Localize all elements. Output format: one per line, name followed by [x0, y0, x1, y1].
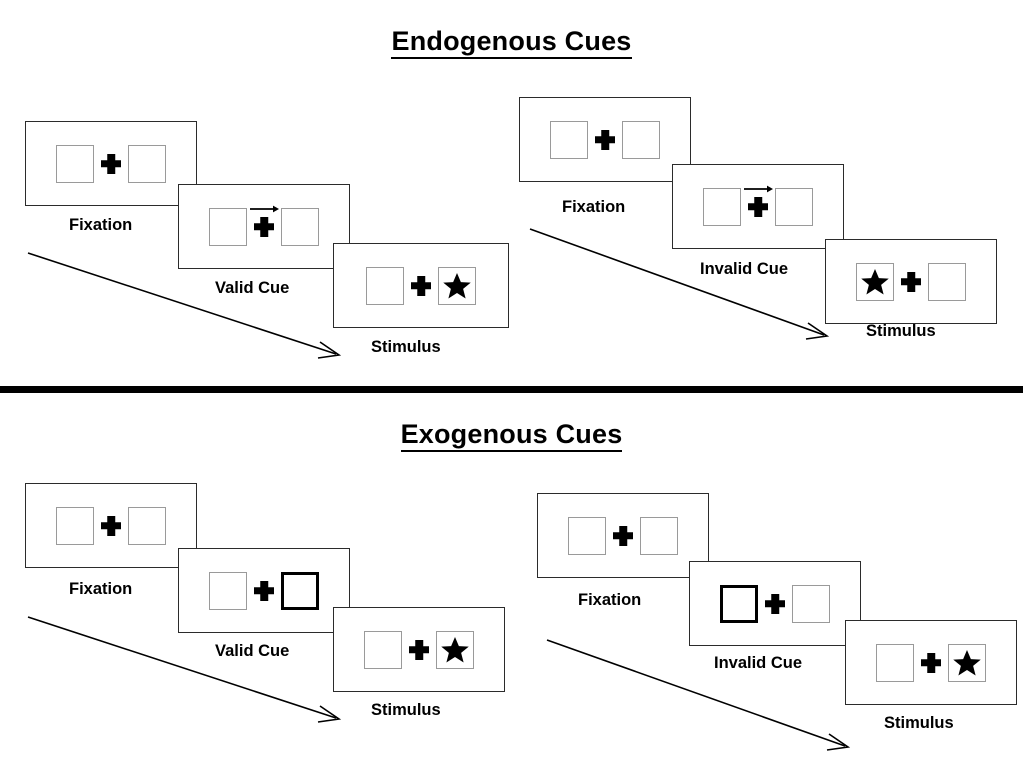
fixation-cross-icon: [758, 585, 792, 623]
right-box: [128, 144, 166, 183]
time-flow-arrow-endo-valid: [27, 252, 342, 359]
fixation-cross-icon: [94, 507, 128, 545]
label-exo-valid-fixation: Fixation: [69, 580, 133, 598]
right-box: [281, 207, 319, 246]
frame-endo-invalid-stimulus: [825, 239, 997, 324]
star-icon: [861, 268, 889, 294]
section-divider: [0, 386, 1023, 393]
right-box: [640, 516, 678, 555]
left-box: [856, 262, 894, 301]
right-box: [775, 187, 813, 226]
left-box: [703, 187, 741, 226]
frame-content: [720, 584, 830, 623]
star-icon: [443, 272, 471, 298]
left-box: [364, 630, 402, 669]
left-box: [209, 207, 247, 246]
frame-content: [703, 185, 813, 226]
left-box: [209, 571, 247, 610]
section-title-endogenous: Endogenous Cues: [0, 26, 1023, 59]
frame-exo-valid-fixation: [25, 483, 197, 568]
left-box: [366, 266, 404, 305]
fixation-cross-icon: [914, 644, 948, 682]
right-box: [928, 262, 966, 301]
left-box: [568, 516, 606, 555]
left-box-cued: [720, 584, 758, 623]
label-endo-invalid-cue: Invalid Cue: [700, 260, 789, 278]
fixation-cross-icon: [606, 517, 640, 555]
fixation-cross-icon: [741, 185, 775, 226]
frame-content: [209, 571, 319, 610]
label-endo-valid-fixation: Fixation: [69, 216, 133, 234]
left-box: [56, 506, 94, 545]
star-icon: [953, 649, 981, 675]
left-box: [550, 120, 588, 159]
frame-endo-invalid-cue: [672, 164, 844, 249]
fixation-cross-icon: [247, 572, 281, 610]
frame-content: [550, 120, 660, 159]
label-endo-invalid-fixation: Fixation: [562, 198, 626, 216]
star-icon: [441, 636, 469, 662]
frame-content: [209, 205, 319, 246]
fixation-cross-icon: [588, 121, 622, 159]
fixation-cross-icon: [402, 631, 436, 669]
label-exo-valid-stimulus: Stimulus: [371, 701, 441, 719]
left-box: [56, 144, 94, 183]
frame-endo-valid-stimulus: [333, 243, 509, 328]
frame-exo-valid-stimulus: [333, 607, 505, 692]
frame-content: [56, 506, 166, 545]
fixation-cross-icon: [94, 145, 128, 183]
fixation-cross-icon: [404, 267, 438, 305]
right-box: [128, 506, 166, 545]
frame-content: [366, 266, 476, 305]
frame-endo-invalid-fixation: [519, 97, 691, 182]
label-exo-invalid-stimulus: Stimulus: [884, 714, 954, 732]
frame-content: [856, 262, 966, 301]
right-box: [792, 584, 830, 623]
frame-content: [568, 516, 678, 555]
right-box: [436, 630, 474, 669]
right-box: [948, 643, 986, 682]
label-exo-invalid-cue: Invalid Cue: [714, 654, 803, 672]
right-box-cued: [281, 571, 319, 610]
fixation-cross-icon: [894, 263, 928, 301]
frame-exo-valid-cue: [178, 548, 350, 633]
frame-endo-valid-cue: [178, 184, 350, 269]
frame-content: [56, 144, 166, 183]
right-box: [438, 266, 476, 305]
label-endo-valid-stimulus: Stimulus: [371, 338, 441, 356]
label-exo-invalid-fixation: Fixation: [578, 591, 642, 609]
time-flow-arrow-exo-invalid: [546, 639, 851, 751]
frame-exo-invalid-cue: [689, 561, 861, 646]
frame-exo-invalid-stimulus: [845, 620, 1017, 705]
fixation-cross-icon: [247, 205, 281, 246]
time-flow-arrow-endo-invalid: [529, 228, 830, 340]
frame-endo-valid-fixation: [25, 121, 197, 206]
section-title-endogenous-text: Endogenous Cues: [391, 26, 632, 59]
section-title-exogenous: Exogenous Cues: [0, 419, 1023, 452]
frame-content: [364, 630, 474, 669]
arrow-right-icon: [744, 185, 773, 192]
frame-exo-invalid-fixation: [537, 493, 709, 578]
section-title-exogenous-text: Exogenous Cues: [400, 419, 623, 452]
label-endo-invalid-stimulus: Stimulus: [866, 322, 936, 340]
arrow-right-icon: [250, 205, 279, 212]
label-exo-valid-cue: Valid Cue: [215, 642, 290, 660]
time-flow-arrow-exo-valid: [27, 616, 342, 723]
left-box: [876, 643, 914, 682]
right-box: [622, 120, 660, 159]
label-endo-valid-cue: Valid Cue: [215, 279, 290, 297]
frame-content: [876, 643, 986, 682]
